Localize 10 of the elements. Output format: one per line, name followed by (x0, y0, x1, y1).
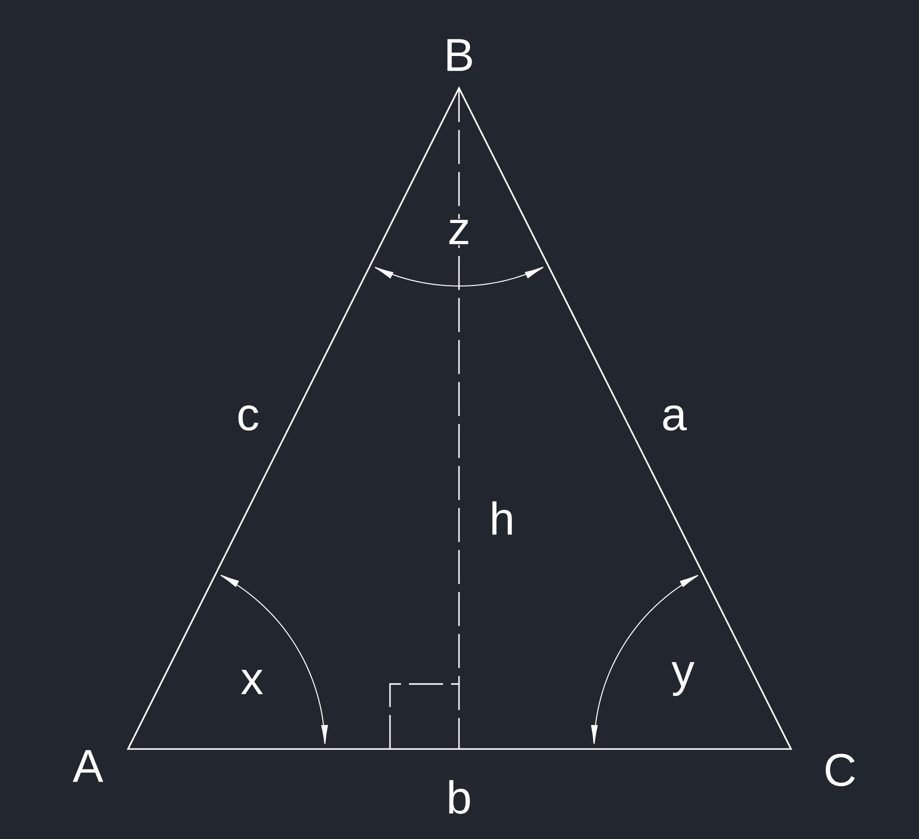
angle-label: y (670, 661, 696, 697)
height-label: h (488, 500, 516, 536)
side-label: b (445, 779, 473, 815)
angle-label: z (446, 218, 472, 246)
vertex-label: C (822, 752, 858, 788)
vertex-label: B (442, 38, 476, 72)
angle-label: x (240, 668, 264, 696)
side-label: a (660, 404, 688, 432)
side-label: c (236, 404, 260, 432)
vertex-label: A (72, 749, 104, 783)
